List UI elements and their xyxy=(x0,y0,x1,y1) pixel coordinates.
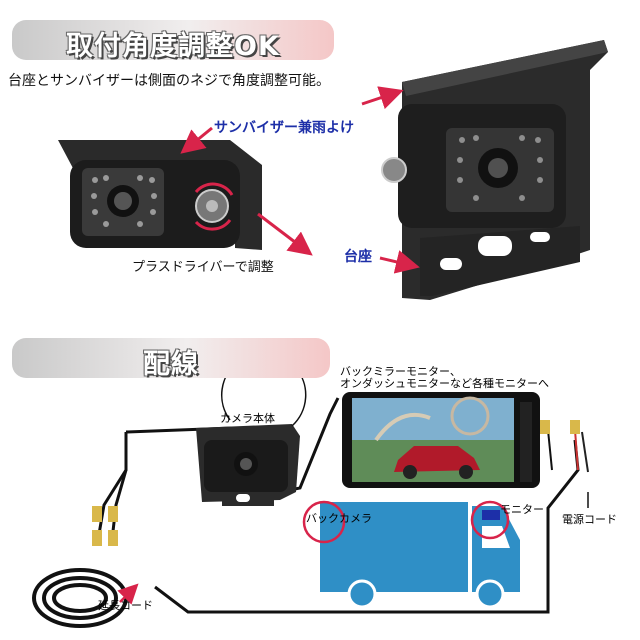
small-camera-image xyxy=(58,140,262,250)
back-camera-circle xyxy=(302,500,346,544)
screwdriver-arrow xyxy=(257,212,313,256)
section2-banner-text: 配線 xyxy=(143,349,199,380)
monitor-circle xyxy=(470,500,510,540)
section1-banner: 取付角度調整OK xyxy=(12,20,334,62)
truck-illustration xyxy=(320,502,520,609)
power-cord-label: 電源コード xyxy=(562,513,617,526)
screwdriver-label: プラスドライバーで調整 xyxy=(132,260,274,275)
base-label: 台座 xyxy=(344,249,372,265)
section2-banner: 配線 xyxy=(12,338,330,380)
monitor-caption-line1: バックミラーモニター、 xyxy=(340,365,461,378)
sunvisor-label: サンバイザー兼雨よけ xyxy=(214,120,354,136)
extension-arrow xyxy=(117,583,139,605)
wiring-lines xyxy=(96,397,589,614)
base-arrow xyxy=(379,250,420,274)
extension-cord-label: 延長コード xyxy=(98,599,153,612)
connectors xyxy=(92,420,580,546)
monitor-label: モニター xyxy=(500,503,544,516)
monitor-image xyxy=(342,392,540,488)
camera-body-label: カメラ本体 xyxy=(220,412,275,425)
section1-description: 台座とサンバイザーは側面のネジで角度調整可能。 xyxy=(8,73,330,89)
monitor-caption-line2: オンダッシュモニターなど各種モニターへ xyxy=(340,377,549,390)
large-camera-image xyxy=(381,40,608,300)
sunvisor-arrow-left xyxy=(180,126,213,154)
sunvisor-arrow-right xyxy=(361,86,404,110)
diagram-camera-image xyxy=(196,424,300,506)
back-camera-label: バックカメラ xyxy=(306,512,372,525)
section1-banner-text: 取付角度調整OK xyxy=(66,31,280,62)
